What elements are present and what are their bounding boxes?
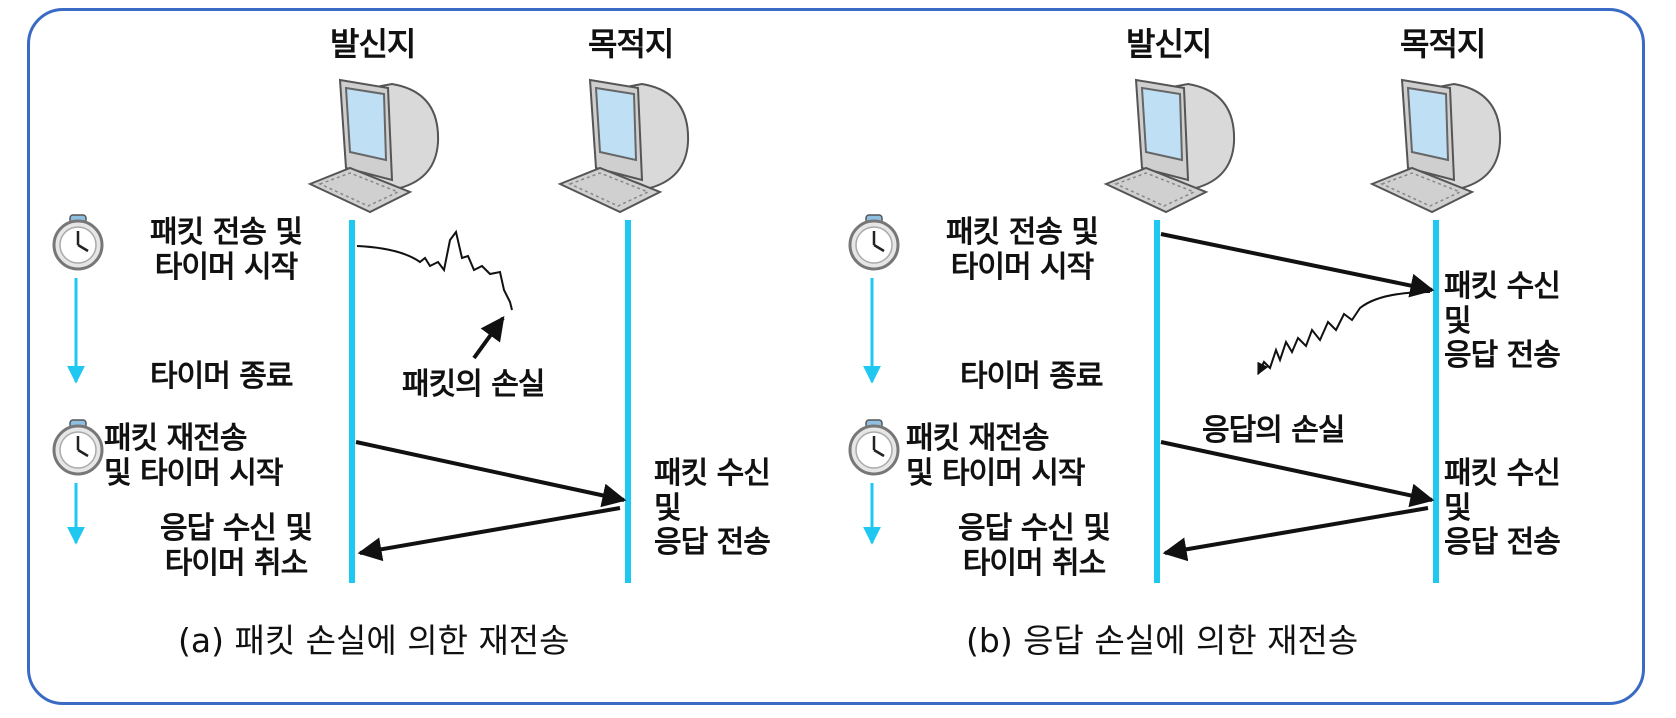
diagram-frame [27, 8, 1645, 705]
left-panel [52, 79, 690, 583]
stopwatch-icon [52, 418, 104, 476]
right-panel [848, 79, 1502, 583]
sender-computer-icon [309, 79, 440, 213]
ack-received-label: 응답 수신 및 타이머 취소 [958, 511, 1111, 581]
receive-label: 패킷 수신 및 응답 전송 [654, 456, 771, 560]
ack-arrow [1162, 506, 1429, 562]
sender-computer-icon [1105, 79, 1236, 213]
stopwatch-icon [52, 213, 104, 271]
ack-loss-label: 응답의 손실 [1202, 413, 1345, 448]
send-timer-label: 패킷 전송 및 타이머 시작 [150, 215, 303, 285]
lost-ack-path [1257, 291, 1431, 376]
stopwatch-icon [848, 418, 900, 476]
ack-received-label: 응답 수신 및 타이머 취소 [160, 511, 313, 581]
dest-computer-icon [559, 79, 690, 213]
resend-packet-arrow [1160, 440, 1435, 508]
resend-label: 패킷 재전송 및 타이머 시작 [906, 421, 1085, 491]
loss-pointer-arrow [472, 316, 505, 360]
send-packet-arrow [1160, 232, 1435, 298]
receive-label-1: 패킷 수신 및 응답 전송 [1444, 269, 1561, 373]
resend-packet-arrow [355, 440, 627, 508]
dest-computer-icon [1371, 79, 1502, 213]
sender-title: 발신지 [330, 25, 416, 63]
sender-title: 발신지 [1126, 25, 1212, 63]
caption-b: (b) 응답 손실에 의한 재전송 [966, 621, 1359, 660]
dest-title: 목적지 [588, 25, 674, 63]
dest-title: 목적지 [1400, 25, 1486, 63]
ack-arrow [357, 506, 621, 562]
packet-loss-label: 패킷의 손실 [402, 367, 545, 402]
send-timer-label: 패킷 전송 및 타이머 시작 [946, 215, 1099, 285]
lost-packet-path [356, 229, 513, 311]
timeout-label: 타이머 종료 [150, 359, 293, 394]
receive-label-2: 패킷 수신 및 응답 전송 [1444, 456, 1561, 560]
caption-a: (a) 패킷 손실에 의한 재전송 [178, 621, 570, 660]
stopwatch-icon [848, 213, 900, 271]
resend-label: 패킷 재전송 및 타이머 시작 [104, 421, 283, 491]
timeout-label: 타이머 종료 [960, 359, 1103, 394]
